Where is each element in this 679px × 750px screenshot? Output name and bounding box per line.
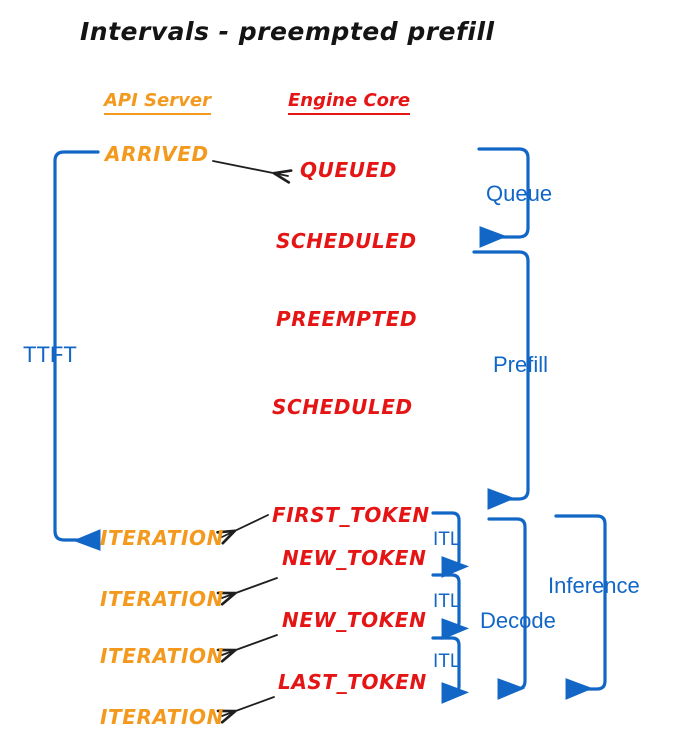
core-event-scheduled-1: SCHEDULED	[276, 229, 417, 253]
interval-label-itl-1: ITL	[433, 529, 461, 550]
interval-label-prefill: Prefill	[493, 352, 549, 377]
api-event-iteration-2: ITERATION	[100, 587, 224, 611]
interval-label-itl-3: ITL	[433, 651, 461, 672]
core-event-scheduled-2: SCHEDULED	[272, 395, 413, 419]
api-event-iteration-4: ITERATION	[100, 705, 224, 729]
core-event-new-token-2: NEW_TOKEN	[282, 608, 427, 632]
core-event-last-token: LAST_TOKEN	[278, 670, 427, 694]
interval-bracket-queue	[477, 147, 530, 248]
arrow-arrived-to-queued	[212, 160, 288, 176]
interval-bracket-itl-3	[431, 636, 470, 704]
interval-label-decode: Decode	[480, 608, 556, 633]
api-event-iteration-1: ITERATION	[100, 526, 224, 550]
interval-label-itl-2: ITL	[433, 591, 461, 612]
interval-bracket-ttft	[53, 150, 101, 551]
interval-label-ttft: TTFT	[23, 342, 77, 367]
core-event-new-token-1: NEW_TOKEN	[282, 546, 427, 570]
interval-label-inference: Inference	[548, 573, 640, 598]
arrow-last-token-to-iteration-3	[222, 696, 275, 716]
arrow-new-token-to-iteration-1	[222, 577, 278, 598]
api-event-iteration-3: ITERATION	[100, 644, 224, 668]
interval-bracket-decode	[487, 517, 527, 700]
arrow-first-token-to-iteration	[222, 514, 269, 537]
interval-label-queue: Queue	[486, 181, 553, 206]
column-header-api-server: API Server	[104, 90, 211, 115]
core-event-first-token: FIRST_TOKEN	[272, 503, 430, 527]
interval-bracket-itl-1	[431, 511, 470, 578]
core-event-queued: QUEUED	[300, 158, 398, 182]
interval-bracket-prefill	[472, 250, 530, 510]
page-title: Intervals - preempted prefill	[80, 17, 495, 46]
interval-bracket-itl-2	[431, 573, 470, 640]
arrow-new-token-to-iteration-2	[222, 634, 278, 655]
core-event-preempted: PREEMPTED	[276, 307, 418, 331]
column-header-engine-core: Engine Core	[288, 90, 411, 115]
interval-bracket-inference	[554, 514, 607, 700]
api-event-arrived: ARRIVED	[105, 142, 209, 166]
